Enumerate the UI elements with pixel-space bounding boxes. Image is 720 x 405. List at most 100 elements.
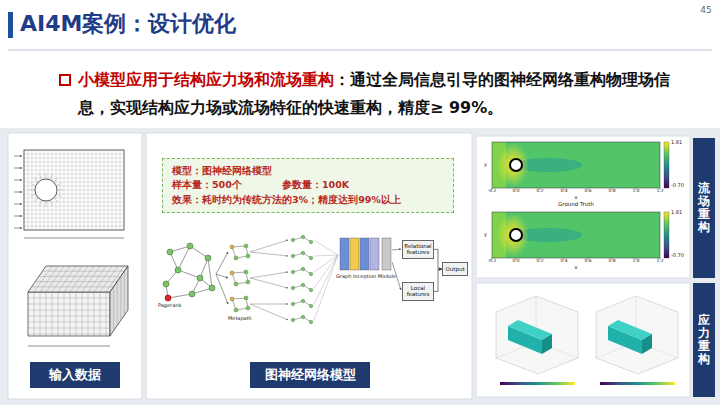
graph-node	[301, 267, 305, 271]
mesh-line	[124, 271, 125, 315]
field-frame	[492, 142, 660, 188]
mesh-line	[24, 154, 124, 155]
colorbar-value: -0.70	[671, 253, 684, 258]
graph-node	[187, 243, 193, 249]
mesh-line	[88, 292, 89, 336]
axis-label: y	[484, 232, 487, 237]
mesh-line	[113, 287, 114, 331]
content-ground	[0, 128, 720, 405]
mesh-line	[24, 218, 124, 219]
graph-node	[230, 245, 234, 249]
node-text: 输入数据	[34, 367, 116, 383]
mesh-line	[70, 292, 71, 336]
mesh-line	[70, 266, 88, 292]
flow-field-plot	[492, 142, 669, 190]
arrow	[216, 274, 228, 278]
title-accent	[8, 12, 13, 38]
plate	[24, 150, 124, 230]
side-band: 应力重构	[693, 283, 715, 397]
arrow	[216, 252, 228, 274]
graph-label: Pagerank	[158, 303, 181, 308]
node-text: 流场重构	[698, 182, 710, 235]
graph-edge	[208, 258, 212, 288]
arrow	[250, 304, 288, 305]
mesh-line	[34, 198, 38, 202]
graph-node	[246, 254, 250, 258]
module-label: Graph Inception Module	[336, 274, 396, 279]
mesh-line	[40, 292, 41, 336]
graph-node	[309, 272, 313, 276]
mesh-line	[24, 210, 124, 211]
mesh-line	[39, 276, 121, 277]
mesh-line	[58, 292, 59, 336]
graph-node	[309, 240, 313, 244]
colorbar-value: -0.70	[671, 183, 684, 188]
arrow	[216, 274, 228, 304]
graph-node	[205, 255, 211, 261]
mesh-line	[56, 183, 62, 185]
mesh-line	[58, 266, 76, 292]
arrow	[314, 255, 338, 272]
tick-label: -0.2	[488, 259, 497, 264]
graph-edge	[178, 270, 200, 278]
mesh-line	[100, 266, 118, 292]
mesh-line	[40, 266, 58, 292]
mesh-line	[106, 266, 124, 292]
mesh-line	[24, 174, 124, 175]
inception-block	[382, 238, 391, 270]
mesh-line	[57, 190, 63, 191]
mesh-line	[94, 292, 95, 336]
plot-title: Ground Truth	[558, 202, 594, 208]
arrow	[250, 252, 288, 256]
cylinder	[510, 159, 522, 171]
arrow	[250, 240, 288, 252]
mesh-line	[34, 178, 38, 182]
solid-face	[508, 320, 552, 340]
mesh-line	[24, 166, 124, 167]
mesh-line	[29, 190, 35, 191]
graph-node	[301, 251, 305, 255]
mesh-line	[54, 178, 58, 182]
connector	[434, 249, 442, 269]
graph-edge	[178, 246, 190, 270]
field-frame	[492, 212, 660, 258]
dimension-line	[28, 346, 110, 347]
graph-node	[244, 244, 248, 248]
mesh-line	[76, 292, 77, 336]
mesh-line	[52, 292, 53, 336]
mesh-line	[42, 271, 124, 272]
tick-label: 0.2	[536, 259, 543, 264]
title-rule	[8, 49, 712, 51]
mesh-line	[64, 266, 82, 292]
load-arrow	[14, 168, 22, 169]
mesh-line	[120, 276, 121, 320]
load-arrow	[14, 228, 22, 229]
mesh-line	[24, 170, 124, 171]
cylinder	[510, 229, 522, 241]
mesh-line	[24, 222, 124, 223]
glow	[497, 213, 529, 257]
mesh-line	[46, 292, 47, 336]
graph-node	[165, 295, 171, 301]
arrow	[250, 278, 288, 288]
graph-node	[309, 304, 313, 308]
graph-node	[291, 286, 295, 290]
colorbar	[664, 142, 669, 188]
panel	[8, 133, 142, 399]
panel	[146, 133, 472, 399]
tick-label: 0.0	[512, 259, 519, 264]
tick-label: 1.2	[656, 189, 663, 194]
node-text: Relational features	[404, 243, 432, 256]
mesh-line	[39, 174, 41, 180]
tick-label: 0.2	[536, 189, 543, 194]
mesh-line	[30, 183, 36, 185]
mesh-line	[39, 200, 41, 206]
colorbar-value: 1.81	[671, 210, 682, 215]
node-text: 样本量：500个	[172, 178, 282, 192]
output-box: Output	[442, 262, 468, 276]
mesh-line	[28, 328, 110, 329]
graph-node	[175, 267, 181, 273]
mesh-line	[34, 266, 52, 292]
mesh-line	[24, 202, 124, 203]
graph-node	[301, 299, 305, 303]
